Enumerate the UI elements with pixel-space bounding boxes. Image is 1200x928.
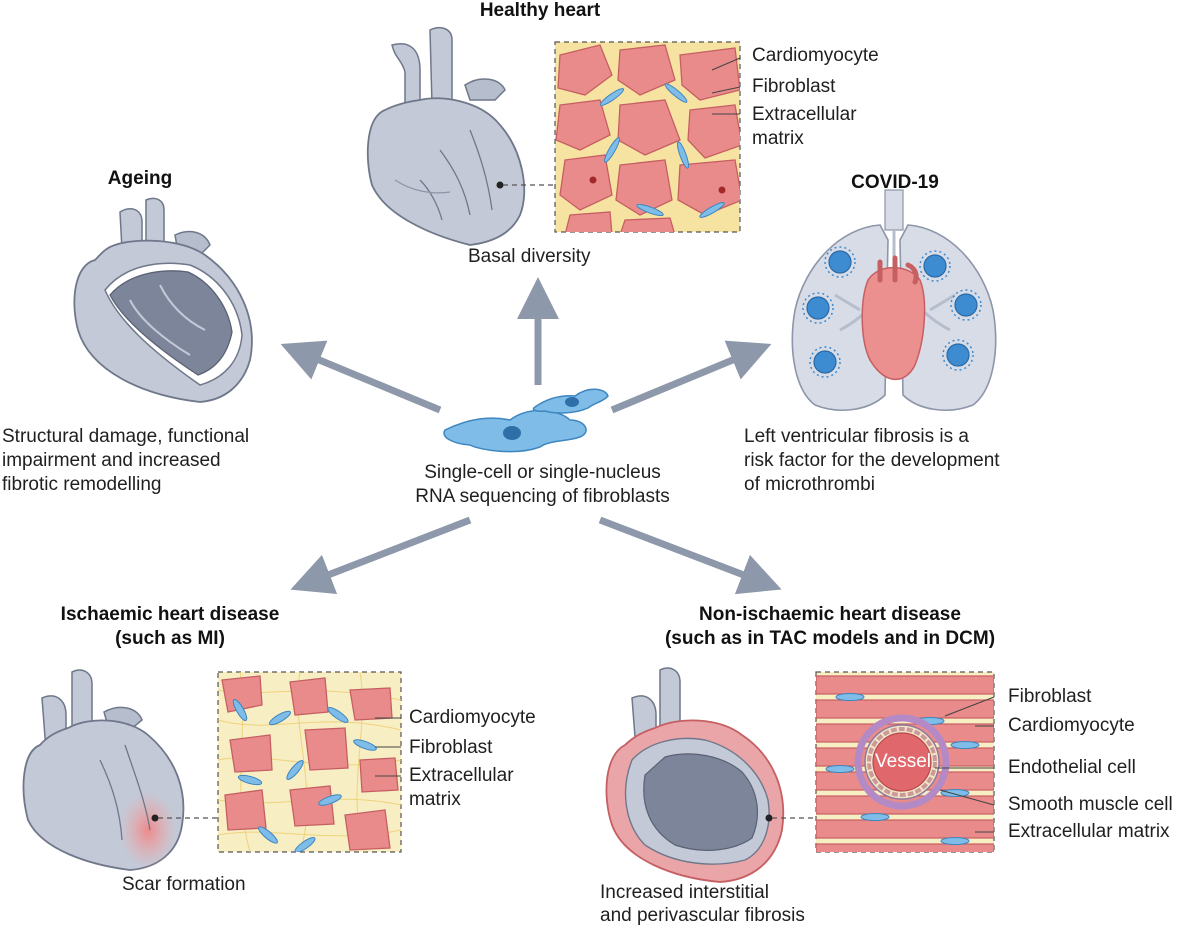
ischaemic-label-ecm-line1: Extracellular [409,765,514,787]
arrow-to-covid [612,352,752,410]
arrow-to-nonischaemic [600,520,762,582]
ischaemic-tissue-inset [218,672,401,855]
ischaemic-title-line2: (such as MI) [40,628,300,650]
ischaemic-title-line1: Ischaemic heart disease [40,604,300,626]
covid-caption-line3: of microthrombi [744,474,875,496]
ischaemic-label-cardiomyocyte: Cardiomyocyte [409,707,536,729]
nonischaemic-label-fibroblast: Fibroblast [1008,686,1091,708]
scar-area [120,792,176,868]
healthy-label-ecm-line2: matrix [752,128,804,150]
nonischaemic-title-line2: (such as in TAC models and in DCM) [640,628,1020,650]
nonischaemic-label-ecm: Extracellular matrix [1008,821,1170,843]
ageing-caption-line2: impairment and increased [2,450,221,472]
healthy-caption: Basal diversity [468,246,591,268]
center-caption-line1: Single-cell or single-nucleus [370,462,715,484]
healthy-label-fibroblast: Fibroblast [752,76,835,98]
ischaemic-caption: Scar formation [122,874,246,896]
nonischaemic-title-line1: Non-ischaemic heart disease [640,604,1020,626]
ageing-title: Ageing [60,168,220,190]
healthy-heart-body [368,98,524,245]
covid-caption-line2: risk factor for the development [744,450,1000,472]
nonischaemic-label-cardiomyocyte: Cardiomyocyte [1008,715,1135,737]
healthy-tissue-inset [555,42,742,235]
vessel-label: Vessel [875,751,931,773]
center-caption-line2: RNA sequencing of fibroblasts [370,486,715,508]
ageing-heart-illustration [74,198,252,402]
healthy-label-cardiomyocyte: Cardiomyocyte [752,45,879,67]
covid-title: COVID-19 [830,172,960,194]
nonischaemic-heart-illustration [606,668,816,882]
healthy-heart-illustration [368,28,555,245]
arrow-to-ischaemic [310,520,470,582]
covid-caption-line1: Left ventricular fibrosis is a [744,426,969,448]
nonischaemic-caption-line2: and perivascular fibrosis [600,905,805,927]
nonischaemic-label-smooth-muscle: Smooth muscle cell [1008,794,1173,816]
ageing-caption-line1: Structural damage, functional [2,426,249,448]
healthy-title: Healthy heart [440,0,640,22]
ischaemic-heart-illustration [24,670,218,870]
healthy-label-ecm-line1: Extracellular [752,104,857,126]
ageing-caption-line3: fibrotic remodelling [2,474,161,496]
ischaemic-label-fibroblast: Fibroblast [409,737,492,759]
covid-lungs-illustration [792,190,995,410]
nonischaemic-label-endothelial: Endothelial cell [1008,757,1136,779]
nonischaemic-caption-line1: Increased interstitial [600,882,769,904]
central-fibroblasts [444,389,608,451]
ischaemic-label-ecm-line2: matrix [409,789,461,811]
arrow-to-ageing [300,352,440,410]
